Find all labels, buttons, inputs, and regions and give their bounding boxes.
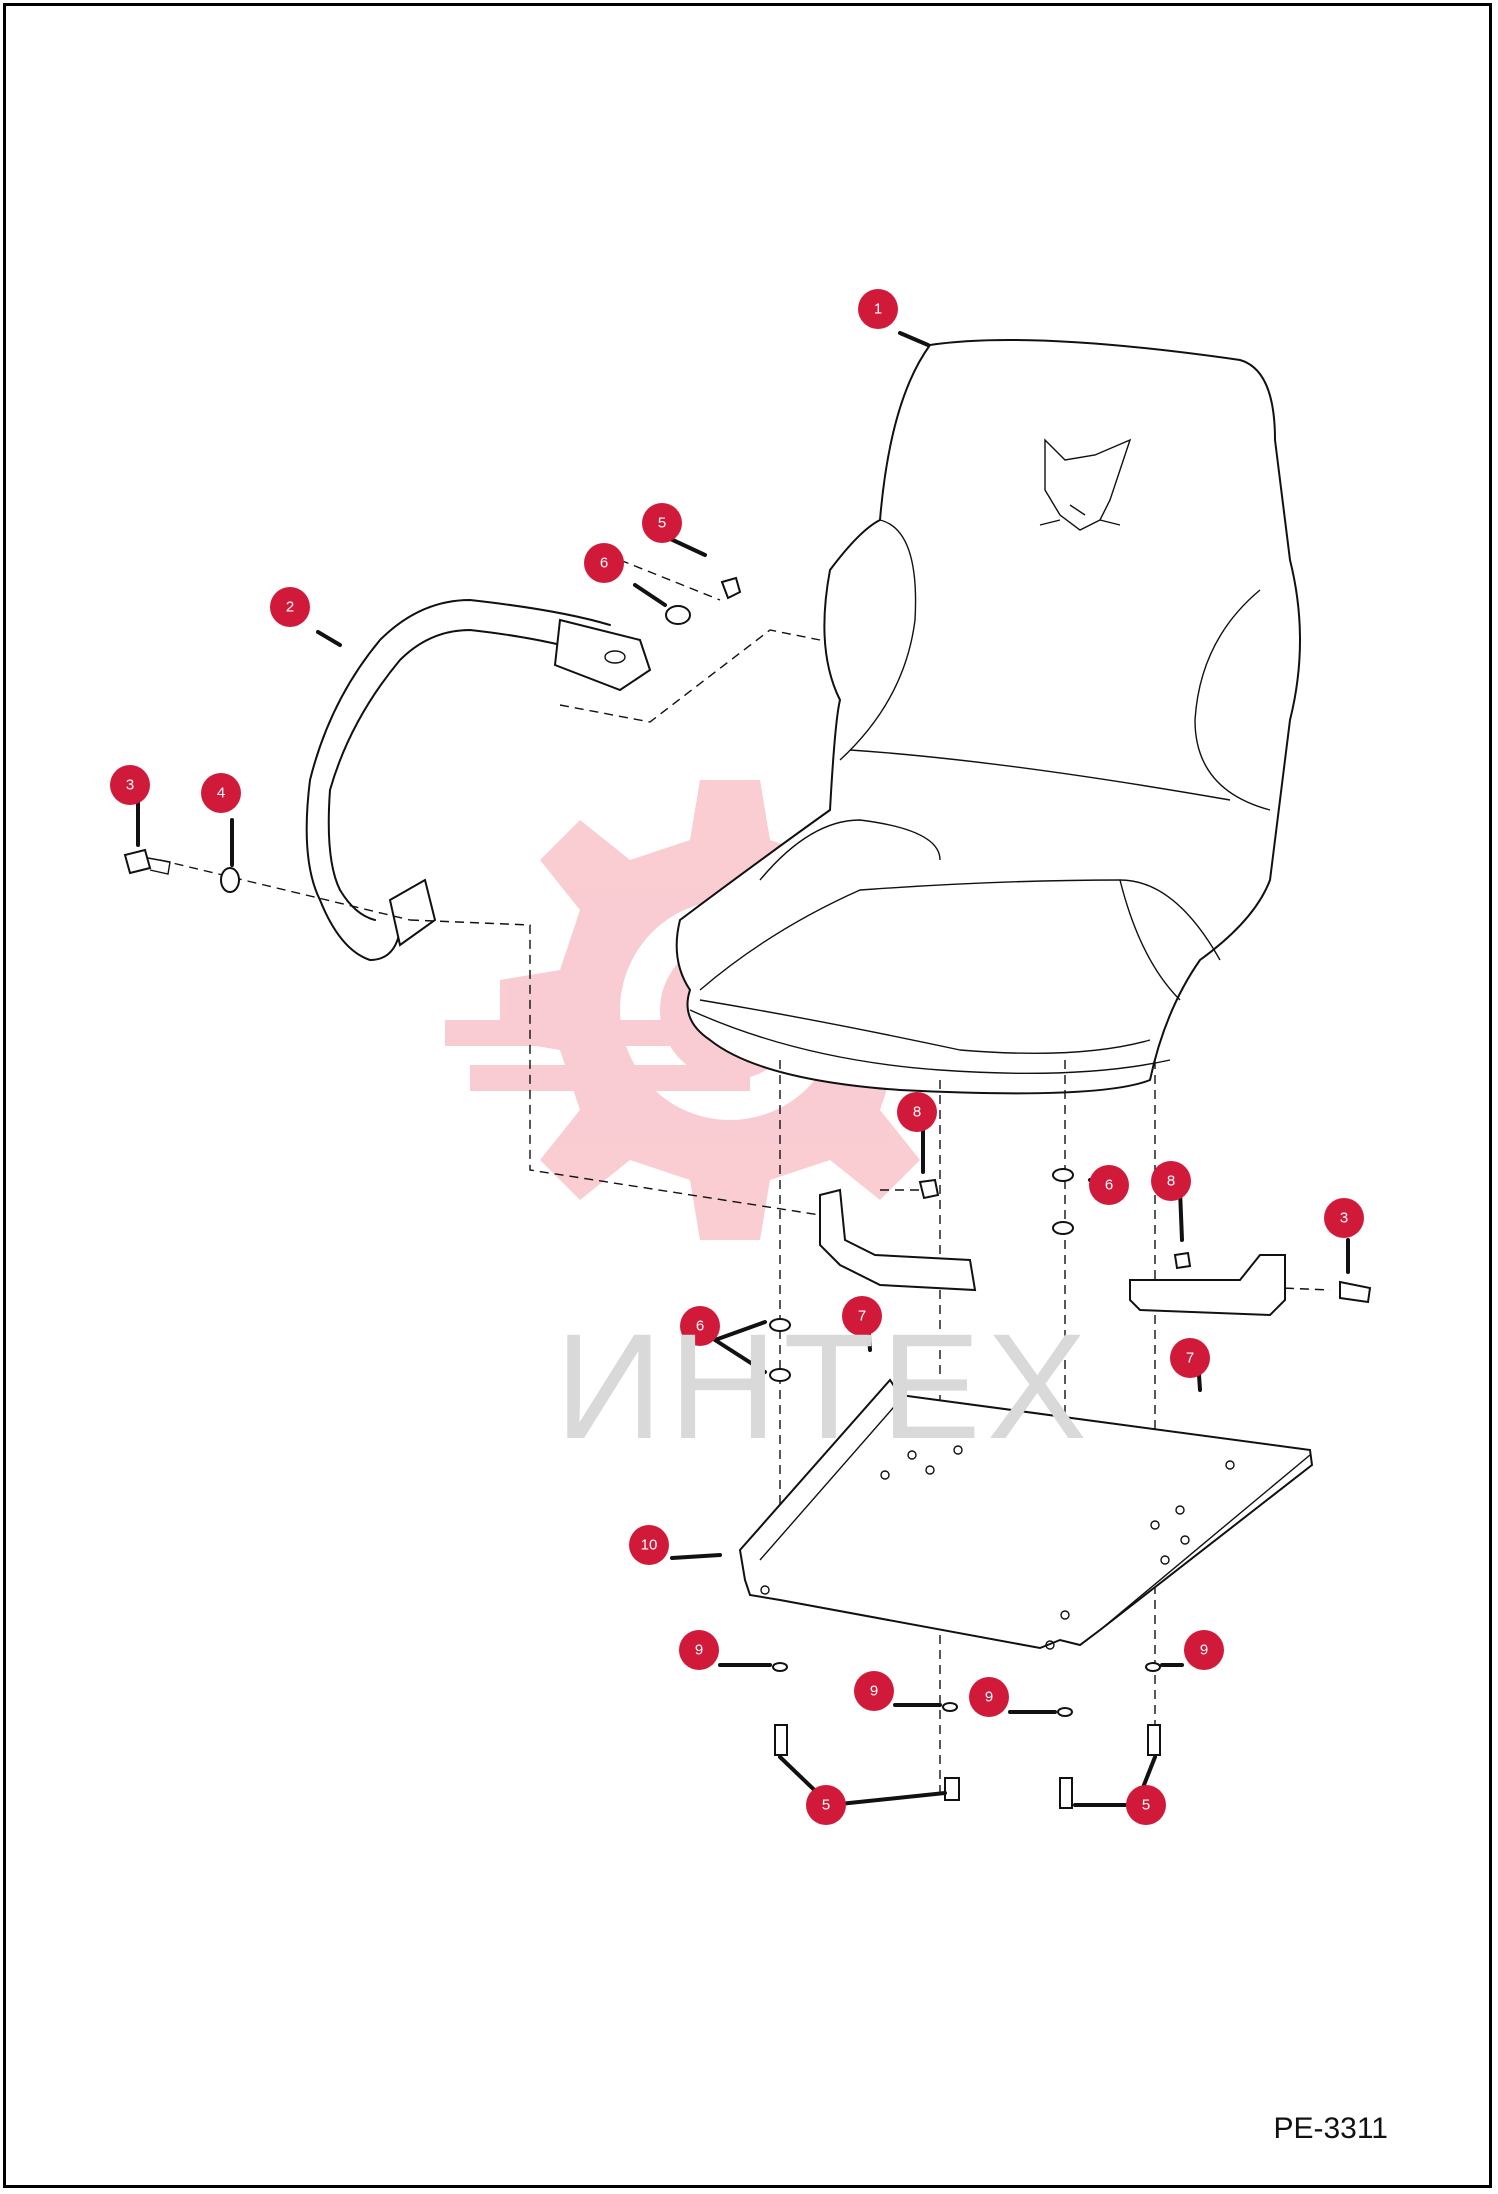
svg-text:9: 9 (870, 1683, 878, 1700)
svg-text:6: 6 (600, 555, 608, 572)
callout-9: 9 (679, 1630, 719, 1670)
svg-text:8: 8 (1167, 1173, 1175, 1190)
callout-5: 5 (806, 1785, 846, 1825)
callout-9: 9 (1184, 1630, 1224, 1670)
svg-text:7: 7 (858, 1308, 866, 1325)
callout-9: 9 (854, 1671, 894, 1711)
svg-text:7: 7 (1186, 1350, 1194, 1367)
callout-6: 6 (1089, 1165, 1129, 1205)
callout-2: 2 (270, 587, 310, 627)
callout-8: 8 (897, 1092, 937, 1132)
svg-text:4: 4 (217, 785, 225, 802)
svg-text:5: 5 (822, 1797, 830, 1814)
hardware (123, 576, 1372, 1809)
seat (675, 339, 1301, 1095)
svg-text:5: 5 (658, 515, 666, 532)
callout-9: 9 (969, 1677, 1009, 1717)
svg-text:5: 5 (1142, 1797, 1150, 1814)
callout-6: 6 (680, 1306, 720, 1346)
callout-3: 3 (1324, 1198, 1364, 1238)
callout-5: 5 (642, 503, 682, 543)
watermark-text: ИНТЕХ (555, 1302, 1093, 1470)
callout-3: 3 (110, 765, 150, 805)
svg-text:2: 2 (286, 599, 294, 616)
svg-text:3: 3 (1340, 1210, 1348, 1227)
callout-6: 6 (584, 543, 624, 583)
drawing-frame (3, 3, 1492, 2188)
callout-7: 7 (1170, 1338, 1210, 1378)
svg-text:6: 6 (1105, 1177, 1113, 1194)
svg-text:6: 6 (696, 1318, 704, 1335)
mounting-plate (738, 1378, 1314, 1650)
drawing-code: PE-3311 (1273, 2112, 1388, 2145)
callout-4: 4 (201, 773, 241, 813)
callout-7: 7 (842, 1296, 882, 1336)
svg-text:8: 8 (913, 1104, 921, 1121)
callouts: 1 2 3 4 5 6 8 6 8 3 6 7 7 10 9 9 9 9 5 5 (110, 289, 1364, 1825)
svg-text:9: 9 (985, 1689, 993, 1706)
svg-text:9: 9 (1200, 1642, 1208, 1659)
svg-text:9: 9 (695, 1642, 703, 1659)
seat-brackets (819, 1188, 1286, 1317)
callout-10: 10 (629, 1525, 669, 1565)
callout-8: 8 (1151, 1161, 1191, 1201)
svg-text:1: 1 (874, 301, 882, 318)
callout-5: 5 (1126, 1785, 1166, 1825)
svg-text:3: 3 (126, 777, 134, 794)
svg-text:10: 10 (641, 1537, 658, 1554)
callout-1: 1 (858, 289, 898, 329)
handle-bar (305, 599, 652, 961)
